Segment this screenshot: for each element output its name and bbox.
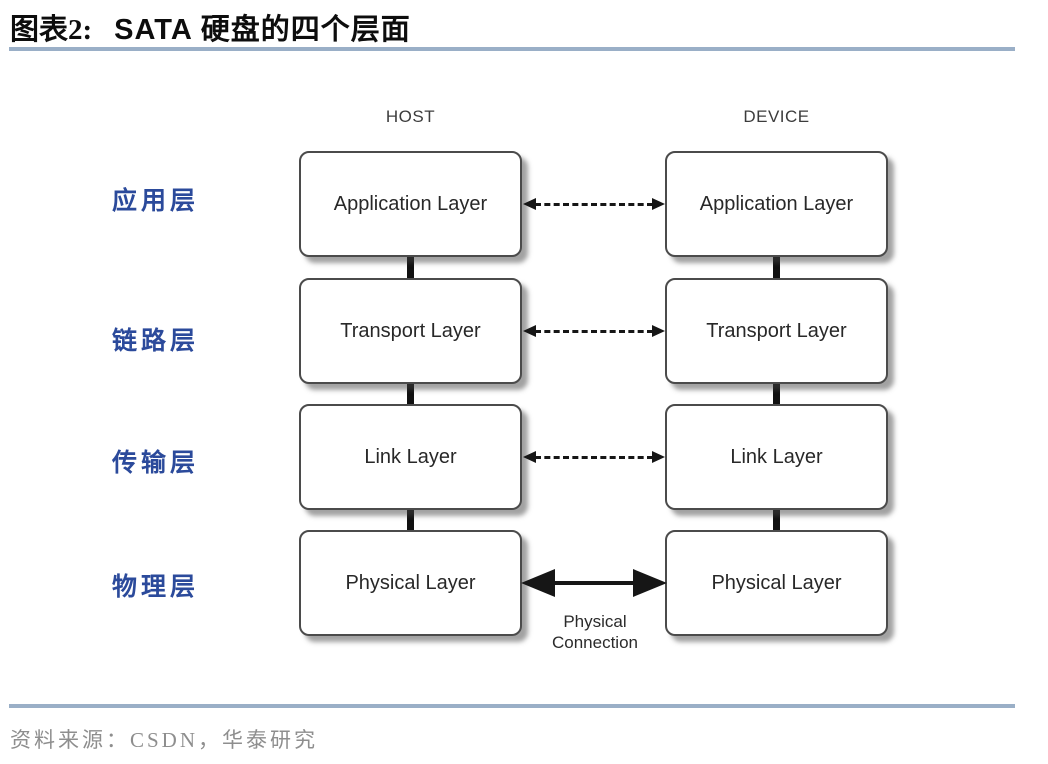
host-physical-layer-box: Physical Layer bbox=[299, 530, 522, 636]
side-label-transport: 传输层 bbox=[112, 450, 200, 477]
dashed-line bbox=[535, 455, 653, 459]
side-label-link: 链路层 bbox=[112, 328, 200, 355]
device-connector-2 bbox=[773, 381, 780, 408]
dashed-arrow-transport bbox=[523, 324, 665, 338]
footer-rule bbox=[9, 704, 1015, 708]
arrowhead-right-icon bbox=[652, 451, 665, 463]
host-application-layer-box: Application Layer bbox=[299, 151, 522, 257]
side-label-physical: 物理层 bbox=[112, 574, 200, 601]
figure-number-label: 图表2: bbox=[10, 14, 93, 46]
physical-connection-arrow bbox=[521, 569, 667, 597]
dashed-line bbox=[535, 329, 653, 333]
header-rule bbox=[9, 47, 1015, 51]
side-label-application: 应用层 bbox=[112, 188, 200, 215]
device-transport-layer-box: Transport Layer bbox=[665, 278, 888, 384]
device-link-layer-box: Link Layer bbox=[665, 404, 888, 510]
arrowhead-left-icon bbox=[523, 325, 536, 337]
arrowhead-right-icon bbox=[633, 569, 667, 597]
arrowhead-right-icon bbox=[652, 198, 665, 210]
host-connector-3 bbox=[407, 507, 414, 534]
arrowhead-right-icon bbox=[652, 325, 665, 337]
host-link-layer-box: Link Layer bbox=[299, 404, 522, 510]
host-column-header: HOST bbox=[385, 107, 436, 126]
figure-header: 图表2: SATA 硬盘的四个层面 bbox=[10, 6, 411, 48]
arrowhead-left-icon bbox=[521, 569, 555, 597]
physical-connection-label: Physical Connection bbox=[551, 612, 638, 653]
solid-line bbox=[554, 581, 634, 585]
dashed-line bbox=[535, 202, 653, 206]
device-physical-layer-box: Physical Layer bbox=[665, 530, 888, 636]
device-connector-1 bbox=[773, 254, 780, 282]
device-connector-3 bbox=[773, 507, 780, 534]
host-connector-1 bbox=[407, 254, 414, 282]
device-application-layer-box: Application Layer bbox=[665, 151, 888, 257]
host-connector-2 bbox=[407, 381, 414, 408]
device-column-header: DEVICE bbox=[743, 107, 810, 126]
source-attribution: 资料来源：CSDN，华泰研究 bbox=[10, 728, 319, 752]
arrowhead-left-icon bbox=[523, 198, 536, 210]
dashed-arrow-application bbox=[523, 197, 665, 211]
dashed-arrow-link bbox=[523, 450, 665, 464]
figure-title: SATA 硬盘的四个层面 bbox=[114, 14, 411, 46]
arrowhead-left-icon bbox=[523, 451, 536, 463]
host-transport-layer-box: Transport Layer bbox=[299, 278, 522, 384]
